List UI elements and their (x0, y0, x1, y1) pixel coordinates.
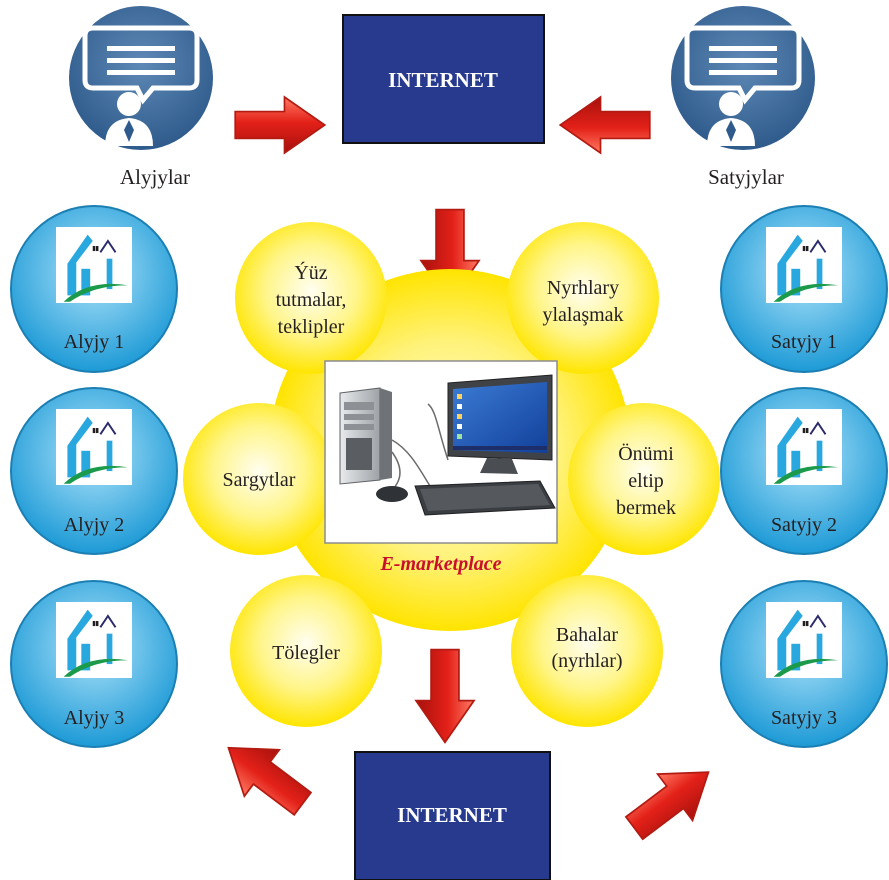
sellers-person-node (671, 6, 815, 150)
arrow-up-left-icon (209, 723, 322, 828)
buyers-person-node (69, 6, 213, 150)
seller-label: Satyjy 2 (771, 514, 837, 536)
svg-text:Bahalar: Bahalar (556, 624, 619, 646)
svg-text:tutmalar,: tutmalar, (276, 289, 347, 311)
house-icon (55, 601, 133, 679)
function-bubble-delivery: Önümi eltip bermek (568, 403, 720, 555)
svg-text:(nyrhlar): (nyrhlar) (551, 650, 622, 672)
computer-picture: E-marketplace (324, 360, 558, 575)
marketplace-label: E-marketplace (379, 553, 501, 575)
computer-icon (339, 374, 556, 516)
house-icon (765, 601, 843, 679)
internet-top-label: INTERNET (388, 68, 498, 92)
buyer-label: Alyjy 2 (64, 514, 125, 536)
function-bubble-prices: Bahalar (nyrhlar) (511, 575, 663, 727)
seller-label: Satyjy 3 (771, 707, 837, 729)
buyer-label: Alyjy 1 (64, 331, 125, 353)
internet-bottom-box: INTERNET (354, 751, 551, 880)
internet-top-box: INTERNET (342, 14, 545, 144)
house-icon (765, 408, 843, 486)
buyers-person-circle (69, 6, 213, 150)
svg-text:Nyrhlary: Nyrhlary (547, 277, 619, 299)
arrow-left-icon (559, 96, 651, 154)
svg-text:eltip: eltip (628, 470, 664, 492)
svg-text:Önümi: Önümi (618, 442, 674, 465)
arrow-up-right-icon (615, 747, 727, 853)
buyer-label: Alyjy 3 (64, 707, 125, 729)
seller-label: Satyjy 1 (771, 331, 837, 353)
svg-text:teklipler: teklipler (278, 316, 345, 338)
function-bubble-offers: Ýüz tutmalar, teklipler (235, 222, 387, 374)
house-icon (55, 408, 133, 486)
arrow-down-icon (415, 648, 475, 744)
house-icon (55, 226, 133, 304)
seller-node-1: Satyjy 1 (720, 205, 888, 373)
sellers-person-circle (671, 6, 815, 150)
function-bubble-payments: Tölegler (230, 575, 382, 727)
buyer-node-1: Alyjy 1 (10, 205, 178, 373)
function-bubble-price-agreement: Nyrhlary ylalaşmak (507, 222, 659, 374)
house-icon (765, 226, 843, 304)
sellers-label: Satyjylar (708, 165, 784, 189)
svg-text:Sargytlar: Sargytlar (223, 469, 296, 491)
svg-text:Tölegler: Tölegler (272, 642, 340, 664)
seller-node-3: Satyjy 3 (720, 580, 888, 748)
function-bubble-orders: Sargytlar (183, 403, 335, 555)
svg-text:bermek: bermek (616, 497, 676, 519)
buyer-node-2: Alyjy 2 (10, 387, 178, 555)
internet-bottom-label: INTERNET (397, 803, 507, 827)
svg-text:Ýüz: Ýüz (294, 261, 327, 284)
buyers-label: Alyjylar (120, 165, 190, 189)
arrow-right-icon (234, 96, 326, 154)
seller-node-2: Satyjy 2 (720, 387, 888, 555)
buyer-node-3: Alyjy 3 (10, 580, 178, 748)
svg-text:ylalaşmak: ylalaşmak (542, 304, 623, 326)
